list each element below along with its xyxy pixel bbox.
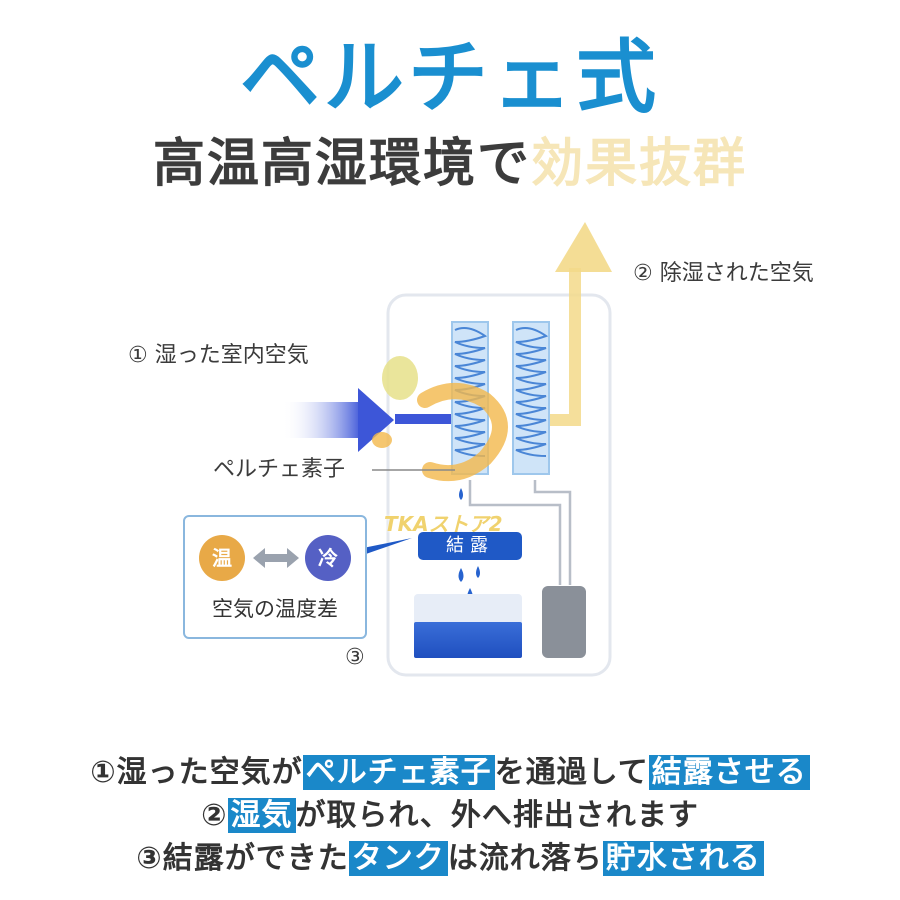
swap-arrows-icon	[253, 548, 299, 568]
condensation-label: 結露	[418, 532, 522, 560]
outflow-arrowhead	[555, 222, 612, 272]
legend-number: ③	[345, 645, 365, 670]
step3-mid: は流れ落ち	[447, 841, 603, 876]
humid-air-label: ① 湿った室内空気	[128, 343, 309, 368]
step3-highlight-2: 貯水される	[602, 841, 764, 876]
step-line-1: ①湿った空気がペルチェ素子を通過して結露させる	[0, 753, 900, 793]
cold-badge: 冷	[305, 535, 351, 581]
droplet	[459, 488, 463, 500]
temperature-legend: 温 冷 空気の温度差	[183, 515, 367, 639]
coil-right-spring	[515, 327, 549, 457]
step1-highlight-1: ペルチェ素子	[302, 755, 495, 790]
page-subtitle: 高温高湿環境で効果抜群	[0, 132, 900, 196]
droplet	[458, 568, 464, 582]
subtitle-accent: 効果抜群	[531, 133, 748, 194]
inflow-arrow	[282, 402, 362, 438]
logo-orange-dot	[372, 432, 392, 448]
drain-tube	[468, 480, 562, 585]
tank-water	[414, 622, 522, 658]
drain-tube-2	[533, 480, 572, 585]
step2-post: が取られ、外へ排出されます	[295, 798, 699, 833]
step1-mid: を通過して	[494, 755, 649, 790]
peltier-label: ペルチェ素子	[213, 457, 346, 482]
page-title: ペルチェ式	[240, 31, 660, 124]
step1-text: ①湿った空気が	[90, 755, 303, 790]
step2-highlight-1: 湿気	[227, 798, 296, 833]
step1-highlight-2: 結露させる	[648, 755, 810, 790]
step2-text: ②	[201, 798, 228, 833]
subtitle-main: 高温高湿環境で	[152, 133, 531, 194]
dehumidified-air-label: ② 除湿された空気	[633, 261, 814, 286]
step3-highlight-1: タンク	[348, 841, 448, 876]
droplet	[476, 566, 480, 578]
legend-caption: 空気の温度差	[212, 597, 338, 621]
step3-text: ③結露ができた	[136, 841, 349, 876]
warm-badge: 温	[199, 535, 245, 581]
logo-orange-swirl	[417, 383, 508, 481]
pump-block	[542, 586, 586, 658]
inflow-pipe	[395, 414, 457, 424]
step-line-3: ③結露ができたタンクは流れ落ち貯水される	[0, 839, 900, 879]
logo-yellow-blob	[382, 356, 418, 400]
legend-pointer	[363, 538, 412, 555]
inflow-arrowhead	[358, 388, 394, 452]
outflow-arrow	[548, 268, 581, 426]
